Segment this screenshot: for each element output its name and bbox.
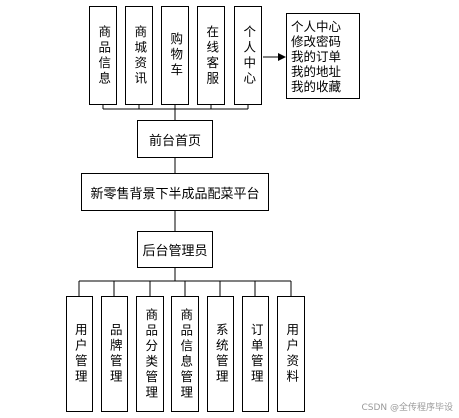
- personal-center-item: 个人中心: [291, 18, 342, 34]
- admin-module-goods-mgmt: 商品信息管理: [171, 296, 199, 412]
- frontend-home-box: 前台首页: [137, 120, 213, 158]
- frontend-module-goods-info: 商品信息: [89, 6, 117, 105]
- watermark-text: CSDN @全传程序毕设: [361, 403, 453, 413]
- arrow-head-personal-center: [278, 53, 286, 61]
- frontend-module-personal-center: 个人中心: [234, 6, 262, 105]
- admin-module-user-mgmt: 用户管理: [66, 296, 93, 412]
- admin-module-brand-mgmt: 品牌管理: [101, 296, 128, 412]
- admin-module-system-mgmt: 系统管理: [207, 296, 234, 412]
- personal-center-item: 我的收藏: [291, 78, 342, 94]
- frontend-module-mall-news: 商城资讯: [125, 6, 153, 105]
- admin-module-user-profile: 用户资料: [277, 296, 305, 412]
- personal-center-item: 我的订单: [291, 48, 342, 64]
- admin-box: 后台管理员: [137, 231, 213, 268]
- frontend-module-cart: 购物车: [161, 6, 189, 105]
- personal-center-item: 修改密码: [291, 33, 342, 49]
- personal-center-detail-box: 个人中心 修改密码 我的订单 我的地址 我的收藏: [286, 13, 360, 99]
- admin-module-category-mgmt: 商品分类管理: [136, 296, 164, 412]
- platform-box: 新零售背景下半成品配菜平台: [81, 173, 269, 211]
- admin-module-order-mgmt: 订单管理: [242, 296, 269, 412]
- frontend-module-online-service: 在线客服: [197, 6, 225, 105]
- personal-center-item: 我的地址: [291, 63, 342, 79]
